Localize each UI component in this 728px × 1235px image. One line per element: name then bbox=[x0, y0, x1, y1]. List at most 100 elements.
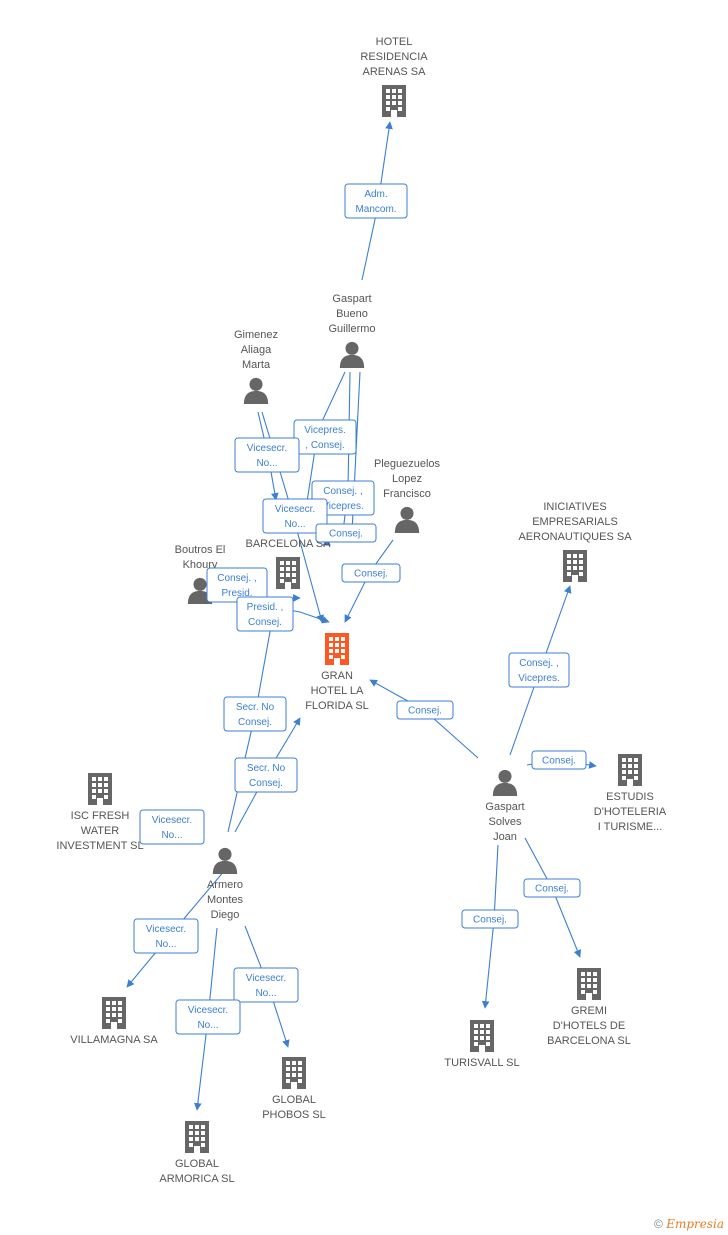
edge-label-text: No... bbox=[197, 1020, 218, 1031]
edge-label-text: No... bbox=[161, 830, 182, 841]
node-villamagna[interactable]: VILLAMAGNA SA bbox=[70, 997, 158, 1046]
edge-label-box[interactable] bbox=[315, 523, 377, 543]
empresia-logo: Empresia bbox=[666, 1217, 724, 1231]
edge-label-box[interactable] bbox=[175, 999, 241, 1035]
person-icon[interactable] bbox=[243, 377, 269, 404]
edge-label-text: Secr. No bbox=[247, 763, 286, 774]
node-label-gaspart-bueno-1: Bueno bbox=[336, 308, 368, 320]
edge-label-e15[interactable]: Vicesecr.No... bbox=[133, 918, 199, 954]
node-label-iniciatives-2: AERONAUTIQUES SA bbox=[518, 531, 632, 543]
edge-label-box[interactable] bbox=[262, 498, 328, 534]
building-icon[interactable] bbox=[276, 557, 300, 589]
person-icon[interactable] bbox=[492, 769, 518, 796]
building-icon[interactable] bbox=[325, 633, 349, 665]
edge-label-text: No... bbox=[255, 988, 276, 999]
edge-label-text: Mancom. bbox=[355, 204, 396, 215]
edge-label-text: Presid. bbox=[221, 588, 252, 599]
edge-label-box[interactable] bbox=[344, 183, 408, 219]
edge-label-text: No... bbox=[155, 939, 176, 950]
edge-label-box[interactable] bbox=[233, 967, 299, 1003]
edge-label-text: Vicepres. bbox=[304, 425, 346, 436]
edge-line-e6 bbox=[322, 371, 361, 546]
edge-label-e9[interactable]: Presid. ,Consej. bbox=[236, 596, 294, 632]
edge-label-e3[interactable]: Vicesecr.No... bbox=[234, 437, 300, 473]
building-icon[interactable] bbox=[185, 1121, 209, 1153]
edge-label-text: Vicepres. bbox=[322, 501, 364, 512]
edge-label-e19[interactable]: Consej. bbox=[461, 909, 519, 929]
node-label-estudis-2: I TURISME... bbox=[598, 821, 663, 833]
edge-label-box[interactable] bbox=[133, 918, 199, 954]
edge-label-e14[interactable]: Consej. bbox=[531, 750, 587, 770]
node-label-gaspart-solves-2: Joan bbox=[493, 831, 517, 843]
edge-label-text: Vicesecr. bbox=[188, 1005, 228, 1016]
edge-label-box[interactable] bbox=[234, 757, 298, 793]
edge-label-box[interactable] bbox=[508, 652, 570, 688]
node-label-armero-0: Armero bbox=[207, 879, 243, 891]
edge-label-box[interactable] bbox=[531, 750, 587, 770]
edge-label-text: Consej. bbox=[408, 706, 442, 717]
edge-label-text: Consej. , bbox=[323, 486, 362, 497]
edge-label-e12[interactable]: Consej. bbox=[396, 700, 454, 720]
edge-label-box[interactable] bbox=[523, 878, 581, 898]
edge-label-e2[interactable]: Vicepres., Consej. bbox=[293, 419, 357, 455]
building-icon[interactable] bbox=[470, 1020, 494, 1052]
edge-label-e20[interactable]: Consej. bbox=[523, 878, 581, 898]
person-icon[interactable] bbox=[212, 847, 238, 874]
building-icon[interactable] bbox=[282, 1057, 306, 1089]
node-label-iniciatives-0: INICIATIVES bbox=[543, 501, 606, 513]
person-icon[interactable] bbox=[339, 341, 365, 368]
edge-label-text: Consej. bbox=[473, 915, 507, 926]
edge-label-e5[interactable]: Vicesecr.No... bbox=[262, 498, 328, 534]
edge-label-e7[interactable]: Consej. bbox=[341, 563, 401, 583]
edge-label-e1[interactable]: Adm.Mancom. bbox=[344, 183, 408, 219]
edge-label-e18[interactable]: Vicesecr.No... bbox=[139, 809, 205, 845]
building-icon[interactable] bbox=[382, 85, 406, 117]
node-label-isc-fresh-0: ISC FRESH bbox=[71, 810, 130, 822]
edges-layer bbox=[126, 121, 597, 1111]
edge-label-box[interactable] bbox=[341, 563, 401, 583]
footer-brand[interactable]: © Empresia bbox=[654, 1217, 724, 1231]
node-label-gran-hotel-1: HOTEL LA bbox=[311, 685, 364, 697]
edge-label-text: Consej. bbox=[354, 569, 388, 580]
node-label-turisvall-0: TURISVALL SL bbox=[444, 1057, 519, 1069]
edge-label-e16[interactable]: Vicesecr. No... bbox=[233, 967, 299, 1003]
person-icon[interactable] bbox=[394, 506, 420, 533]
edge-label-e8[interactable]: Consej. ,Presid. bbox=[206, 567, 268, 603]
edge-label-box[interactable] bbox=[396, 700, 454, 720]
edge-label-box[interactable] bbox=[223, 696, 287, 732]
building-icon[interactable] bbox=[102, 997, 126, 1029]
edge-label-box[interactable] bbox=[293, 419, 357, 455]
building-icon[interactable] bbox=[618, 754, 642, 786]
edge-label-box[interactable] bbox=[461, 909, 519, 929]
node-barcelona-sa[interactable]: BARCELONA SA bbox=[246, 538, 332, 589]
node-turisvall[interactable]: TURISVALL SL bbox=[444, 1020, 520, 1069]
edge-label-box[interactable] bbox=[139, 809, 205, 845]
edge-label-box[interactable] bbox=[236, 596, 294, 632]
edge-label-e17[interactable]: Vicesecr. No... bbox=[175, 999, 241, 1035]
building-icon[interactable] bbox=[563, 550, 587, 582]
node-label-estudis-1: D'HOTELERIA bbox=[594, 806, 667, 818]
edge-label-text: Vicesecr. bbox=[246, 973, 286, 984]
edge-label-e13[interactable]: Consej. ,Vicepres. bbox=[508, 652, 570, 688]
edge-label-text: Consej. bbox=[329, 529, 363, 540]
edge-label-box[interactable] bbox=[234, 437, 300, 473]
building-icon[interactable] bbox=[577, 968, 601, 1000]
edge-label-e6[interactable]: Consej. bbox=[315, 523, 377, 543]
building-icon[interactable] bbox=[88, 773, 112, 805]
node-label-global-armorica-1: ARMORICA SL bbox=[159, 1173, 234, 1185]
